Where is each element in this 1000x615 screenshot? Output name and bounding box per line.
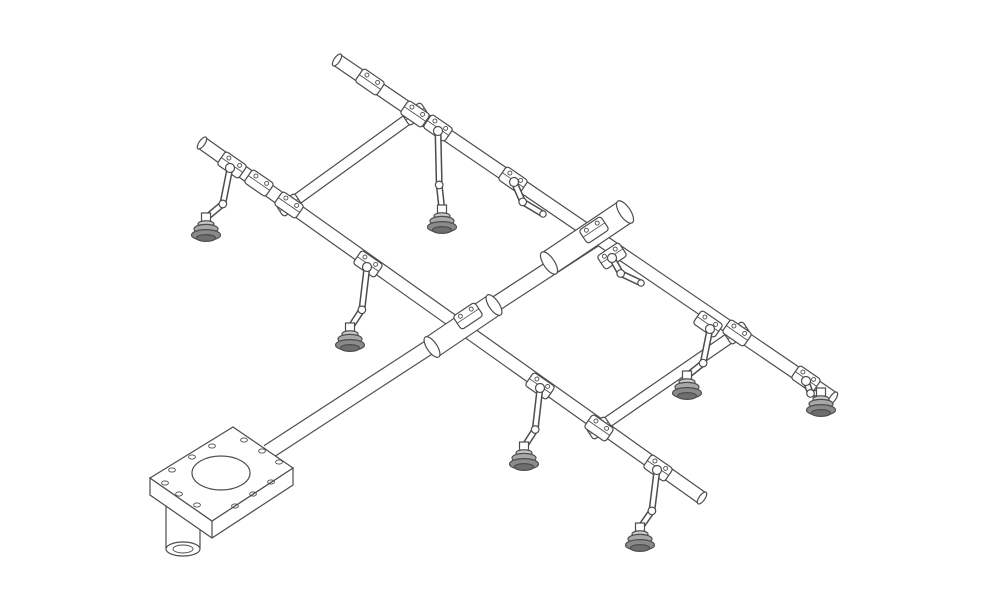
stub-arm-rear [508,176,547,218]
suction-cup [508,441,540,472]
suction-arm-3 [334,261,373,353]
mounting-flange-plate [148,426,295,557]
sleeve-clamp-rear [579,216,609,244]
suction-cup [334,322,366,353]
suction-arm-6 [671,323,716,401]
suction-arm-4 [508,382,546,472]
suction-arm-1 [190,162,236,243]
cross-clamp-left-rear [400,100,430,128]
gripper-assembly [148,53,839,557]
stub-arm-boom [606,252,645,287]
cross-clamp-right-front [584,414,614,442]
rear-end-clamp-left [355,68,385,96]
cross-clamp-right-rear [722,319,752,347]
suction-cup [624,522,656,552]
suction-cup [426,204,458,235]
suction-cup [190,212,222,243]
cross-clamp-left-front [274,191,304,219]
plate-bolt-holes [161,437,283,509]
suction-arm-5 [624,464,663,552]
left-connector-tube [285,109,419,210]
suction-arm-2 [426,125,458,235]
right-connector-tube [595,328,741,433]
suction-cup [805,387,837,418]
plate-center-hole [191,455,251,491]
cup-clamp-rear-3 [693,310,723,338]
sleeve-clamp-front [453,302,483,330]
suction-arm-7 [800,375,837,418]
suction-cup [671,370,703,401]
rail-end-clamp-left-b [244,169,274,197]
